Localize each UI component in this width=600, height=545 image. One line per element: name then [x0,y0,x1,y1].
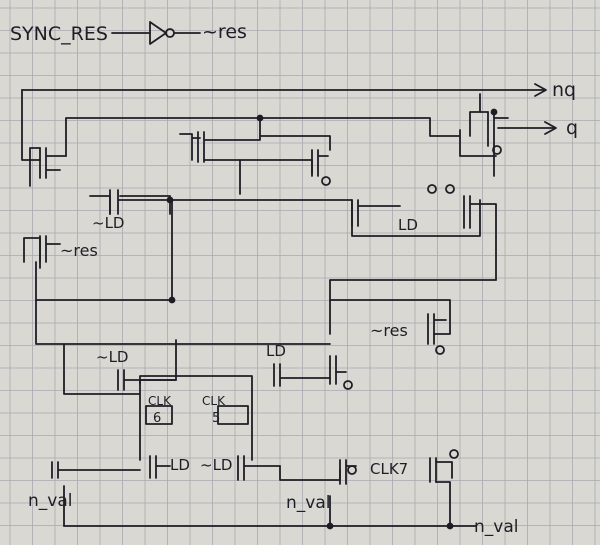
nld-mid-label: ~LD [96,348,128,366]
right-top-transistor-a [487,111,509,147]
nres-right-label: ~res [370,321,408,340]
mid-link [239,135,331,195]
nq-label: nq [552,79,576,101]
clk7-transistor [429,457,453,483]
nres-left-label: ~res [60,241,98,260]
clk5-top-label: CLK [202,394,226,408]
q-label: q [566,117,578,139]
bottom-left-transistor [51,461,141,479]
right-res-transistor [427,313,447,345]
bottom-nld-transistor [237,455,281,481]
n-val-left-label: n_val [28,491,72,511]
row2-bubble-a [427,184,437,194]
q-arrow [544,121,557,135]
clk6-top-label: CLK [148,394,172,408]
left-column-wire-2 [35,299,331,345]
left-column-wire [35,199,173,301]
nq-arrow [534,83,547,97]
center-ld-transistor [273,363,331,387]
left-res-transistor [39,235,61,263]
n-val-junction-right [446,522,454,530]
center-link [139,339,177,461]
ld-mid-label: LD [266,342,286,360]
ld-row-left [89,195,171,215]
nld-left-label: ~LD [92,214,124,232]
top-junction-a [256,114,264,122]
clk7-bubble [449,449,459,459]
n-val-right-label: n_val [474,517,518,537]
row2-right-vertical [329,279,497,335]
nld-transistor [109,189,171,215]
right-top-bubble [492,145,502,155]
mid-top-transistor [197,117,261,163]
clk6-num-label: 6 [153,411,161,426]
mid-junction-2 [166,196,174,204]
right-res-bubble [435,345,445,355]
clk6-box [145,405,173,425]
ld-pair-right [463,195,497,281]
left-feedback-wire [21,89,41,161]
ld-right-label: LD [398,216,418,234]
right-q-drop [479,93,495,177]
ld-pair-left [351,199,401,227]
ld-bottom-label: LD [170,456,190,474]
schematic-wires [21,21,557,530]
center-right-transistor [329,355,347,385]
clk5-box [217,405,249,425]
bottom-right-bubble [347,465,357,475]
clk5-num-label: 5 [212,411,220,426]
left-top-transistor [39,147,67,179]
n-val-junction-mid [326,522,334,530]
sync-res-label: SYNC_RES [10,23,108,45]
clk7-label: CLK7 [370,460,408,478]
center-right-bubble [343,380,353,390]
mid-top-rail [203,159,313,175]
top-junction-b [490,108,498,116]
right-res-link [329,299,451,335]
row2-rail [169,199,481,237]
row2-bubble-b [445,184,455,194]
mid-junction [168,296,176,304]
right-top-link [469,111,489,137]
left-res-gate [23,237,41,269]
left-inner-wire [65,117,461,157]
bottom-right-wire [435,481,451,527]
left-top-gate [29,147,41,187]
center-rail [139,375,253,461]
nld-bottom-label: ~LD [200,456,232,474]
bottom-middle-rail [279,465,341,481]
n-val-mid-label: n_val [286,493,330,513]
right-top-transistor-b [459,129,497,157]
mid-right-transistor [311,149,329,177]
nres-out-label: ~res [202,21,247,43]
mid-right-bubble [321,176,331,186]
bottom-ld-transistor [149,455,171,479]
left-mid-rail [63,343,141,395]
schematic-labels: SYNC_RES ~res nq q ~LD ~res LD ~res ~LD … [10,21,578,537]
inverter-symbol [149,21,167,45]
